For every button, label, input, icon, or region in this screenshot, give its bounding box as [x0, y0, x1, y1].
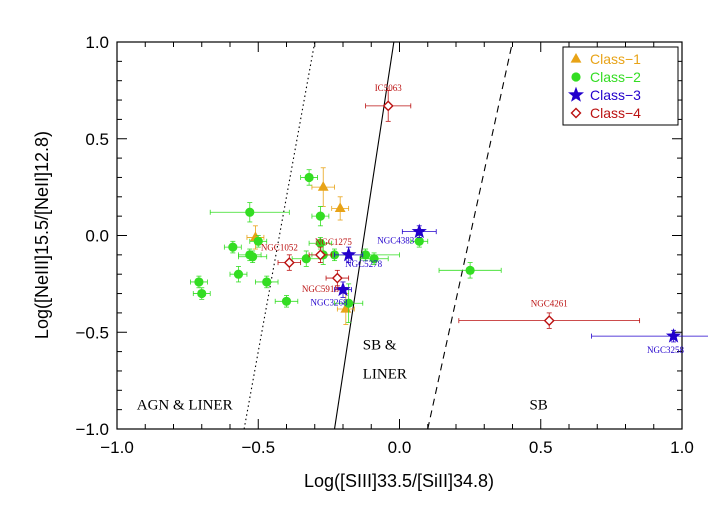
- data-point-circle: [344, 298, 354, 308]
- data-point-circle: [197, 288, 207, 299]
- point-label: IC5063: [375, 83, 403, 93]
- data-point-circle: [301, 254, 311, 264]
- data-point-circle: [228, 242, 238, 252]
- data-point-circle: [248, 252, 258, 262]
- data-point-circle: [315, 211, 325, 221]
- legend-marker-circle: [571, 72, 581, 82]
- region-labels: AGN & LINER SB & LINER SB: [137, 338, 548, 414]
- y-tick-label: 0.0: [85, 227, 109, 246]
- y-tick-label: 0.5: [85, 130, 109, 149]
- data-point-triangle: [334, 202, 346, 213]
- data-point-diamond: [543, 315, 555, 327]
- data-point-circle: [262, 277, 272, 287]
- x-axis-title: Log([SIII]33.5/[SiII]34.8): [304, 471, 494, 491]
- region-label: LINER: [363, 367, 407, 383]
- data-point-circle: [304, 172, 314, 183]
- data-point-star: [411, 223, 427, 239]
- data-point-diamond: [331, 272, 343, 284]
- x-tick-label: 1.0: [670, 438, 694, 457]
- data-point-circle: [369, 254, 379, 264]
- x-tick-label: 0.5: [529, 438, 553, 457]
- data-point-circle: [245, 207, 255, 217]
- legend-label: Class−1: [590, 51, 641, 67]
- data-point-circle: [414, 236, 424, 246]
- point-label: NGC1275: [315, 237, 353, 247]
- point-label: NGC4261: [531, 299, 568, 309]
- data-point-star: [341, 246, 357, 262]
- data-point-circle: [361, 250, 371, 260]
- region-label: SB &: [363, 338, 397, 354]
- legend-marker-star: [568, 86, 584, 102]
- data-point-triangle: [317, 181, 329, 191]
- point-label: NGC5278: [345, 259, 383, 269]
- legend-box: [562, 46, 679, 126]
- point-label: NGC5918: [302, 284, 340, 294]
- y-tick-label: 1.0: [85, 33, 109, 52]
- region-label: AGN & LINER: [137, 398, 233, 414]
- point-label: NGC3258: [647, 345, 685, 355]
- data-point-circle: [233, 269, 244, 279]
- legend-label: Class−2: [590, 69, 641, 85]
- data-point-diamond: [283, 257, 295, 269]
- legend-marker-triangle: [570, 53, 582, 63]
- dividing-line-dashed: [427, 42, 514, 429]
- point-label: NGC1052: [261, 243, 298, 253]
- x-tick-label: −0.5: [241, 438, 275, 457]
- data-point-circle: [194, 277, 204, 287]
- x-tick-label: −1.0: [100, 438, 134, 457]
- legend-label: Class−4: [590, 105, 641, 121]
- data-point-diamond: [314, 249, 326, 261]
- x-tick-label: 0.0: [388, 438, 412, 457]
- data-point-circle: [465, 265, 475, 275]
- legend-label: Class−3: [590, 87, 641, 103]
- point-label: NGC4383: [377, 236, 415, 246]
- axis-ticks: −1.0−1.0 −0.5 −0.5 0.0 0.0 0.5 0.5 1.0 1.0: [75, 33, 693, 457]
- legend-marker-diamond: [570, 107, 582, 119]
- y-tick-label: −1.0: [75, 420, 109, 439]
- data-point-circle: [253, 236, 263, 246]
- data-point-diamond: [382, 100, 394, 112]
- data-point-star: [335, 281, 351, 297]
- region-label: SB: [529, 398, 547, 414]
- point-label: NGC3268: [310, 298, 348, 308]
- y-axis-title: Log([NeIII]15.5/[NeII]12.8): [32, 131, 52, 339]
- data-point-star: [665, 328, 682, 343]
- data-point-circle: [281, 296, 292, 306]
- y-tick-label: −0.5: [75, 323, 109, 342]
